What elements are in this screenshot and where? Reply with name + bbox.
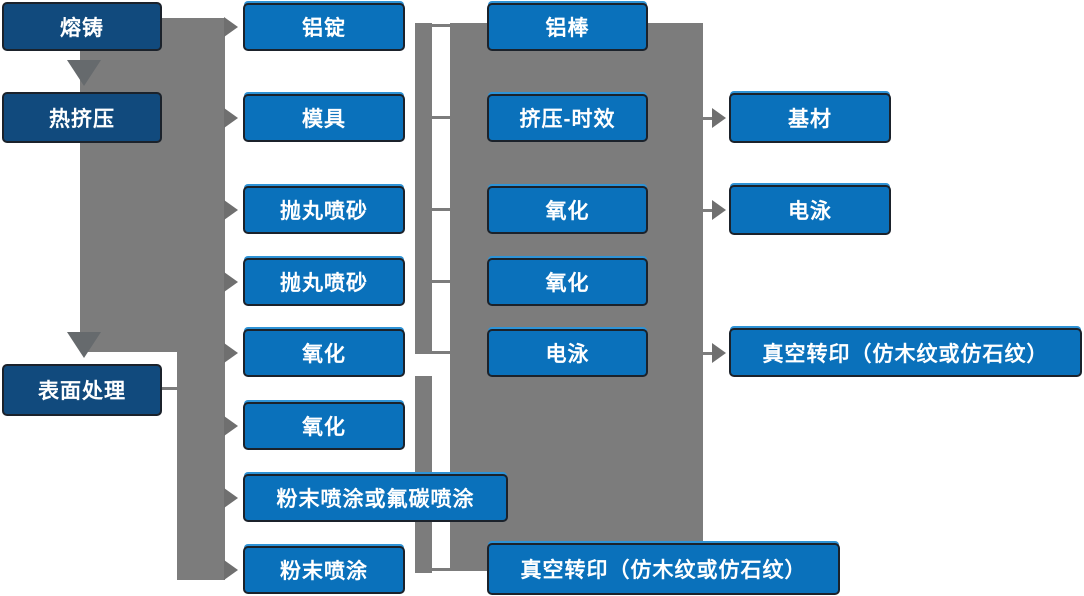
flow-node-melting-casting: 熔铸 xyxy=(2,2,162,51)
arrowhead-to-oxidation-2 xyxy=(224,416,238,436)
flow-node-extrusion-aging: 挤压-时效 xyxy=(487,94,648,142)
link-mold-extrusion-aging xyxy=(432,116,450,119)
arrow-shaft-to-substrate xyxy=(703,117,713,120)
arrowhead-to-powder-or-fluorocarbon xyxy=(224,488,238,508)
arrowhead-to-aluminum-ingot xyxy=(224,17,238,37)
arrowhead-to-substrate xyxy=(712,108,726,128)
link-ingot-rod xyxy=(432,24,450,27)
arrowhead-to-oxidation-1 xyxy=(224,343,238,363)
arrow-shaft-to-electrophoresis xyxy=(703,209,713,212)
flow-node-oxidation-1: 氧化 xyxy=(243,329,405,377)
flow-node-electrophoresis-2: 电泳 xyxy=(729,185,891,235)
link-powder-vacuum-transfer xyxy=(432,568,487,571)
flow-node-vacuum-transfer-1: 真空转印（仿木纹或仿石纹） xyxy=(487,543,840,595)
flow-node-surface-treatment: 表面处理 xyxy=(2,364,162,416)
flow-node-powder-coating: 粉末喷涂 xyxy=(243,546,405,594)
flow-node-hot-extrusion: 热挤压 xyxy=(2,92,162,143)
arrowhead-to-electrophoresis xyxy=(712,200,726,220)
arrowhead-to-vacuum-transfer xyxy=(712,343,726,363)
arrowhead-to-shot-blasting-1 xyxy=(224,200,238,220)
arrowhead-to-mold xyxy=(224,108,238,128)
arrow-shaft-to-vacuum-transfer xyxy=(703,352,713,355)
arrowhead-to-powder-coating xyxy=(224,560,238,580)
flow-node-aluminum-ingot: 铝锭 xyxy=(243,3,405,51)
down-arrowhead-to-hot-extrusion xyxy=(67,60,101,86)
flow-node-mold: 模具 xyxy=(243,94,405,142)
flow-node-oxidation-2: 氧化 xyxy=(243,402,405,450)
flow-node-electrophoresis-1: 电泳 xyxy=(487,329,648,377)
column2-strip-upper xyxy=(415,23,432,354)
flow-node-oxidation-4: 氧化 xyxy=(487,258,648,306)
link-surface-treatment-band xyxy=(162,387,179,390)
link-blast-oxidation-1 xyxy=(432,208,450,211)
main-flow-band xyxy=(80,18,225,352)
link-blast-oxidation-2 xyxy=(432,280,450,283)
flow-node-aluminum-rod: 铝棒 xyxy=(487,3,648,51)
flow-node-shot-blasting-2: 抛丸喷砂 xyxy=(243,258,405,306)
link-oxidation-electrophoresis xyxy=(432,351,450,354)
down-arrowhead-to-surface-treatment xyxy=(67,332,101,358)
flow-node-powder-or-fluorocarbon-coating: 粉末喷涂或氟碳喷涂 xyxy=(243,474,508,522)
flow-node-shot-blasting-1: 抛丸喷砂 xyxy=(243,186,405,234)
surface-treatment-band xyxy=(177,350,225,580)
flow-node-vacuum-transfer-2: 真空转印（仿木纹或仿石纹） xyxy=(729,328,1082,377)
arrowhead-to-shot-blasting-2 xyxy=(224,272,238,292)
flow-node-oxidation-3: 氧化 xyxy=(487,186,648,234)
flow-node-substrate: 基材 xyxy=(729,93,891,143)
